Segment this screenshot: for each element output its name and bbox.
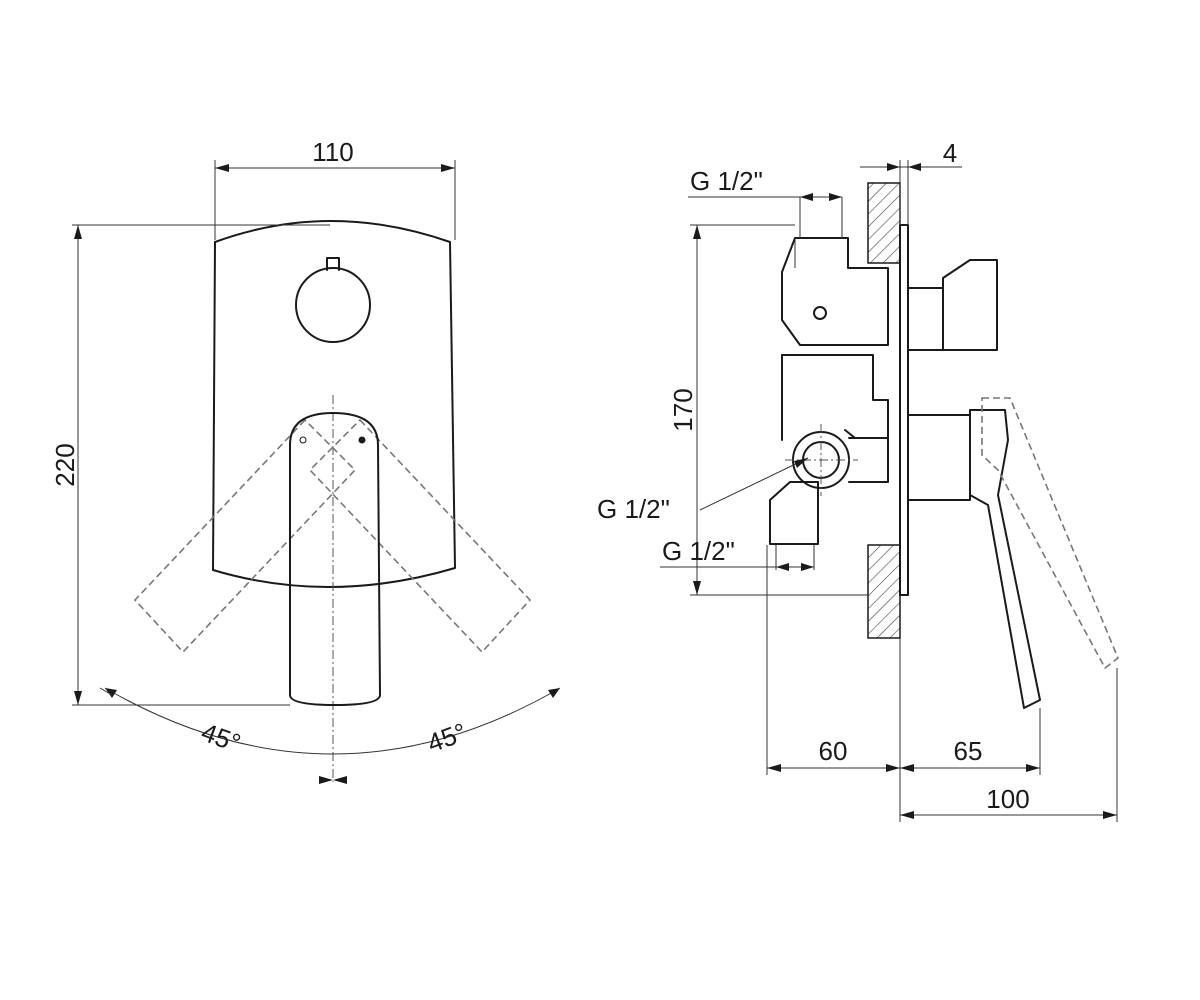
- rotation-arc: [104, 687, 561, 755]
- lever-side-ghost: [981, 397, 1119, 670]
- handle-ghost-left: [133, 418, 357, 654]
- lever-handle: [289, 412, 381, 706]
- vertical-170-label: 170: [668, 388, 698, 431]
- front-view: 110 220 45° 45°: [50, 137, 561, 784]
- diverter-notch: [326, 257, 340, 271]
- diverter-knob-stem: [907, 287, 944, 351]
- body-depth-label: 60: [819, 736, 848, 766]
- middle-thread-leader: [699, 457, 809, 511]
- wall-section-bottom: [867, 544, 901, 639]
- body-screw: [813, 306, 827, 320]
- angle-right-label: 45°: [423, 717, 470, 759]
- handle-depth-label: 65: [954, 736, 983, 766]
- hot-indicator: [358, 436, 366, 444]
- height-dimension-label: 220: [50, 443, 80, 486]
- handle-ghost-right: [308, 418, 532, 654]
- width-dimension-label: 110: [312, 137, 353, 167]
- middle-thread-label: G 1/2": [597, 494, 670, 524]
- bottom-thread-label: G 1/2": [662, 536, 735, 566]
- diverter-knob-cap: [942, 259, 998, 351]
- diverter-knob: [295, 267, 371, 343]
- bottom-outlet: [769, 481, 819, 545]
- valve-body-lower: [781, 354, 889, 439]
- plate-thickness-label: 4: [943, 138, 957, 168]
- cartridge-housing: [907, 414, 971, 501]
- side-view: 4 G 1/2" 170 G 1/2" G 1/2": [597, 138, 1119, 822]
- lever-side: [969, 409, 1041, 709]
- cold-indicator: [299, 436, 307, 444]
- top-thread-label: G 1/2": [690, 166, 763, 196]
- angle-left-label: 45°: [197, 717, 244, 759]
- cover-plate: [212, 220, 456, 588]
- overall-depth-label: 100: [986, 784, 1029, 814]
- wall-section-top: [867, 182, 901, 264]
- valve-body: [781, 237, 889, 346]
- cover-plate-side: [899, 224, 909, 596]
